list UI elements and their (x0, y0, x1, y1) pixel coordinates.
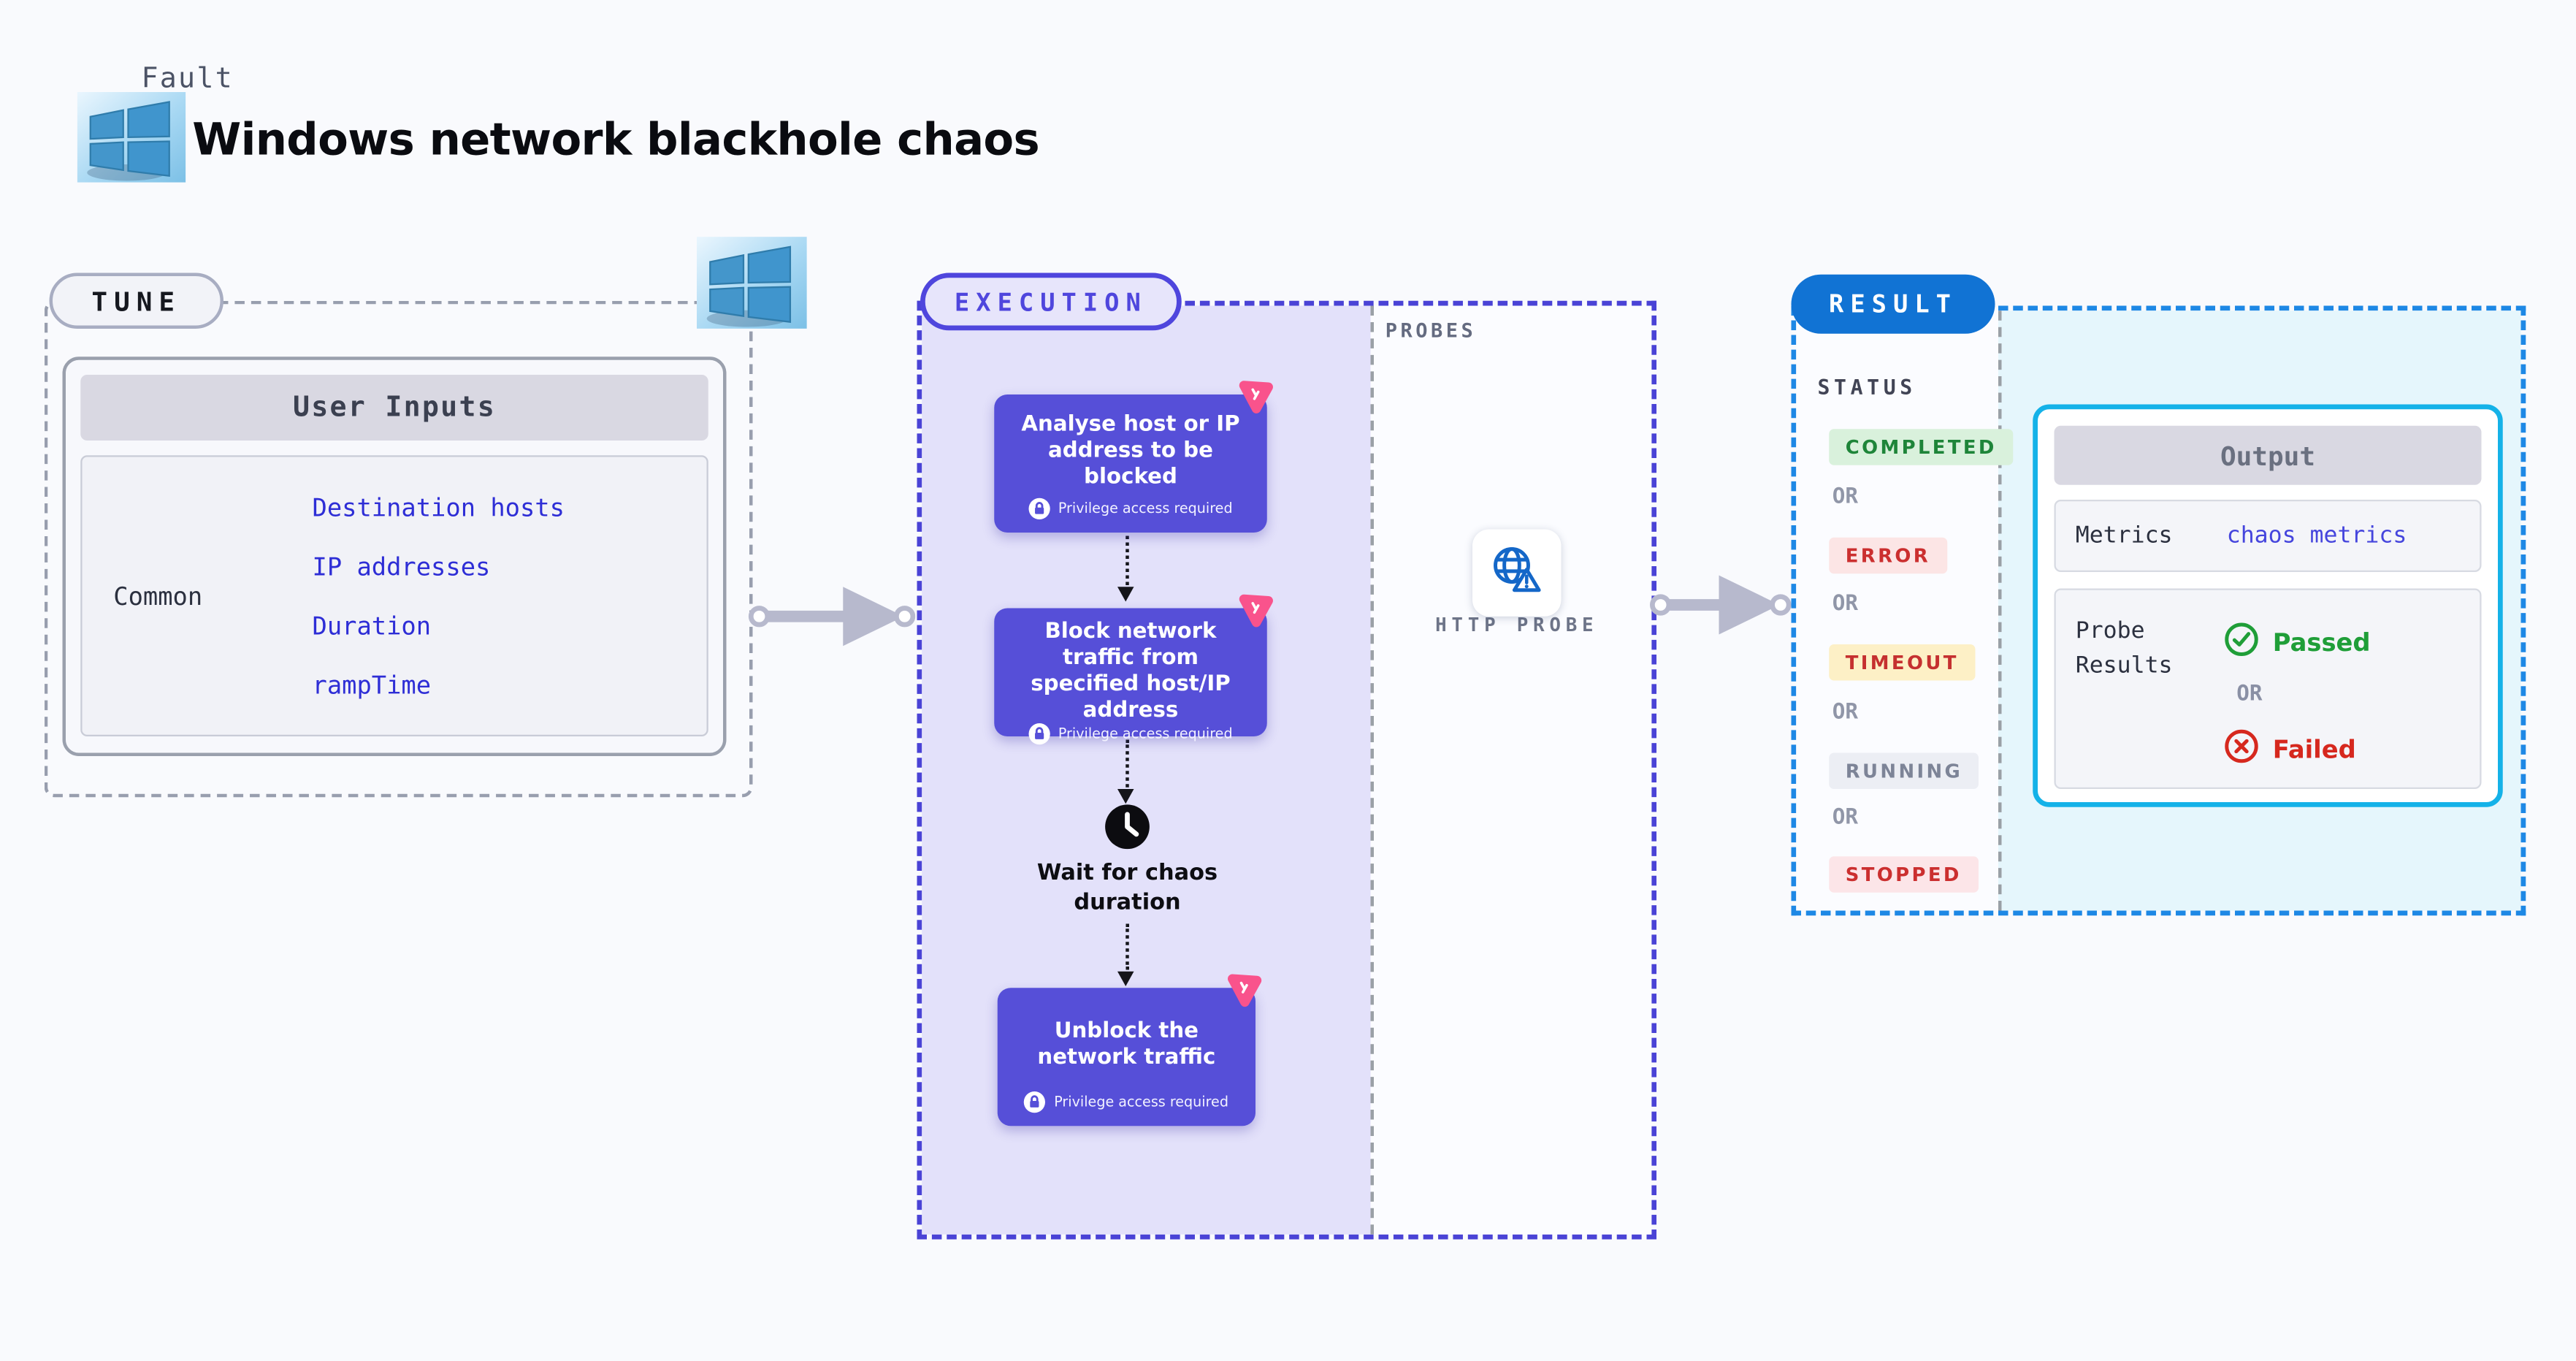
or-label: OR (1832, 700, 1858, 725)
http-probe-card (1472, 529, 1562, 617)
result-section-box: STATUS COMPLETED OR ERROR OR TIMEOUT OR … (1791, 305, 2526, 916)
privilege-badge-text: Privilege access required (1054, 1094, 1228, 1110)
output-card: Output Metrics chaos metrics Probe Resul… (2033, 404, 2503, 807)
http-probe-label: HTTP PROBE (1435, 613, 1599, 636)
lock-icon (1028, 723, 1050, 746)
status-badge-stopped: STOPPED (1829, 856, 1979, 893)
probes-label: PROBES (1385, 319, 1477, 343)
step-card-analyse-host: Analyse host or IP address to be blocked… (994, 394, 1267, 533)
user-inputs-body: Common Destination hosts IP addresses Du… (80, 455, 708, 736)
step-title: Unblock the network traffic (1037, 1019, 1216, 1070)
user-inputs-table: User Inputs Common Destination hosts IP … (62, 357, 727, 756)
execution-section-pill: EXECUTION (920, 272, 1182, 331)
or-label: OR (1832, 805, 1858, 831)
link-duration[interactable]: Duration (312, 610, 432, 641)
metrics-label: Metrics (2075, 522, 2173, 549)
step-card-block-traffic: Block network traffic from specified hos… (994, 608, 1267, 746)
execution-to-result-arrow (1650, 567, 1792, 649)
step-card-unblock-traffic: Unblock the network traffic Privilege ac… (997, 988, 1255, 1126)
probes-separator-line (1370, 305, 1374, 1235)
chaos-metrics-link[interactable]: chaos metrics (2226, 522, 2407, 549)
tune-section-box (44, 300, 753, 798)
flow-connector-arrowhead (1117, 971, 1134, 986)
fault-eyebrow-label: Fault (141, 62, 234, 96)
status-column-background (1796, 310, 1998, 911)
probe-results-label: Probe Results (2075, 618, 2173, 679)
step-title: Analyse host or IP address to be blocked (1021, 413, 1240, 490)
windows-logo-icon (77, 92, 186, 183)
check-circle-icon (2223, 622, 2260, 665)
link-destination-hosts[interactable]: Destination hosts (312, 492, 565, 522)
common-row-label: Common (113, 581, 203, 611)
clock-icon (1103, 802, 1153, 852)
windows-logo-icon (697, 237, 807, 329)
flow-connector (1125, 739, 1129, 788)
output-header: Output (2054, 425, 2482, 485)
or-label: OR (2236, 682, 2263, 707)
lock-icon (1024, 1091, 1046, 1113)
tune-links-list: Destination hosts IP addresses Duration … (313, 492, 565, 700)
tune-section-pill: TUNE (49, 272, 223, 329)
probe-results-row: Probe Results Passed OR (2054, 588, 2482, 789)
privilege-badge-text: Privilege access required (1058, 500, 1233, 517)
flow-connector (1125, 535, 1129, 585)
chaos-pinwheel-icon (1218, 961, 1272, 1016)
result-separator-line (1998, 310, 2002, 911)
chaos-pinwheel-icon (1229, 582, 1284, 636)
link-ramptime[interactable]: rampTime (312, 669, 432, 700)
link-ip-addresses[interactable]: IP addresses (312, 551, 491, 582)
passed-verdict: Passed (2223, 622, 2371, 665)
status-label: STATUS (1817, 375, 1916, 400)
privilege-badge: Privilege access required (994, 723, 1267, 746)
tune-to-execution-arrow (748, 579, 916, 661)
wait-for-chaos-label: Wait for chaos duration (1036, 859, 1218, 915)
probes-background (1370, 305, 1652, 1235)
page-title: Windows network blackhole chaos (192, 115, 1039, 167)
step-title: Block network traffic from specified hos… (1031, 619, 1231, 723)
status-badge-timeout: TIMEOUT (1829, 644, 1976, 681)
failed-text: Failed (2272, 734, 2356, 765)
user-inputs-header: User Inputs (80, 375, 708, 441)
metrics-row: Metrics chaos metrics (2054, 500, 2482, 572)
privilege-badge-text: Privilege access required (1058, 726, 1233, 743)
or-label: OR (1832, 592, 1858, 617)
result-section-pill: RESULT (1791, 274, 1995, 334)
globe-alert-icon (1489, 544, 1545, 603)
or-label: OR (1832, 484, 1858, 510)
lock-icon (1028, 497, 1050, 519)
x-circle-icon (2223, 728, 2260, 771)
passed-text: Passed (2272, 628, 2371, 658)
chaos-pinwheel-icon (1229, 368, 1284, 423)
flow-connector-arrowhead (1117, 789, 1134, 804)
privilege-badge: Privilege access required (998, 1091, 1255, 1113)
flow-connector-arrowhead (1117, 587, 1134, 602)
flow-connector (1125, 923, 1129, 970)
failed-verdict: Failed (2223, 728, 2356, 771)
status-badge-error: ERROR (1829, 537, 1947, 574)
status-badge-completed: COMPLETED (1829, 429, 2014, 465)
status-badge-running: RUNNING (1829, 752, 1979, 789)
privilege-badge: Privilege access required (994, 497, 1267, 519)
